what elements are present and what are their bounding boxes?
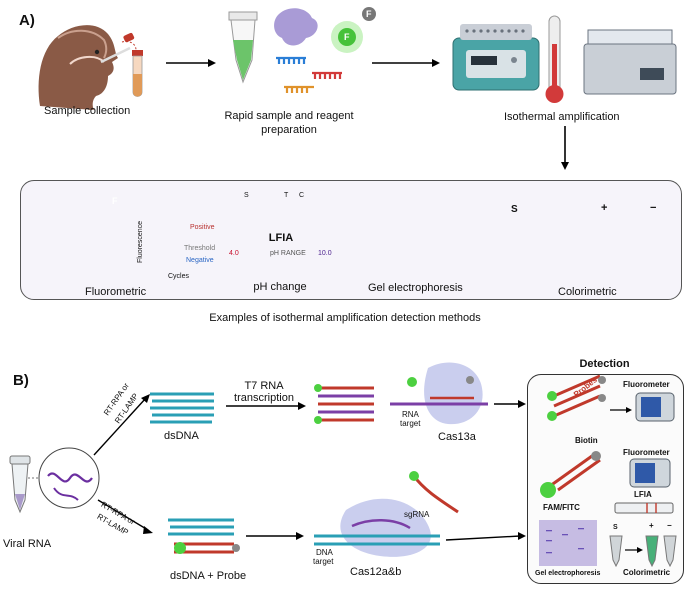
primer-strands <box>276 56 342 93</box>
cas12-complex <box>314 471 459 557</box>
branch-arrows <box>93 394 153 534</box>
chart-xlabel: Cycles <box>168 273 190 280</box>
sample-tube <box>132 50 143 97</box>
eppendorf-tube-b <box>9 455 31 514</box>
thermometer <box>545 15 564 103</box>
arrow-a2 <box>372 59 440 67</box>
dsdna-label: dsDNA <box>164 430 199 442</box>
probe-f-text: F <box>112 196 118 206</box>
chart-positive-label: Positive <box>190 224 215 231</box>
lfia-c-mark: C <box>299 192 305 199</box>
arrow-cas12-detect <box>445 532 526 541</box>
tube-plus-label-b: + <box>649 521 654 530</box>
cas12-label: Cas12a&b <box>350 566 402 578</box>
panel-a-letter: A) <box>19 12 35 29</box>
step-label-sample-collection: Sample collection <box>44 105 131 117</box>
ph-high-label: 10.0 <box>318 250 332 257</box>
viral-rna-label: Viral RNA <box>3 538 52 550</box>
gel-label-b: Gel electrophoresis <box>535 570 601 577</box>
dna-target-label-1: DNA <box>316 548 333 557</box>
lfia-label-b: LFIA <box>634 490 652 499</box>
method-ph-change: pH change <box>253 281 307 293</box>
dna-target-label-2: target <box>313 557 334 566</box>
water-bath <box>583 29 677 95</box>
dsdna-probe-label: dsDNA + Probe <box>170 570 247 582</box>
fluorometer-label-1: Fluorometer <box>623 380 670 389</box>
sgrna-label: sgRNA <box>404 510 430 519</box>
swab-dashed-arrow <box>121 41 137 51</box>
detection-title: Detection <box>579 358 630 370</box>
method-gel: Gel electrophoresis <box>368 282 463 294</box>
cas13a-complex <box>390 362 488 425</box>
ph-low-label: 4.0 <box>229 250 239 257</box>
fluorophore-f-badge-text: F <box>366 9 372 19</box>
lfia-t-mark: T <box>284 192 289 199</box>
biotin-label: Biotin <box>575 436 598 445</box>
tube-s-label-b: S <box>613 524 618 531</box>
cas13a-label: Cas13a <box>438 431 476 443</box>
arrow-a1 <box>166 59 216 67</box>
chart-ylabel: Fluorescence <box>137 220 145 264</box>
fluorophore-f-badge <box>362 7 376 21</box>
arrow-a3 <box>561 126 569 170</box>
tube-s-label: S <box>511 204 518 215</box>
fam-label: FAM/FITC <box>543 503 580 512</box>
dsdna-stack <box>150 392 214 424</box>
detection-methods-box <box>20 180 682 300</box>
panel-b-letter: B) <box>13 372 29 389</box>
rna-target-label-2: target <box>400 419 421 428</box>
arrow-cas13-detect <box>494 400 526 408</box>
tube-minus-label-b: − <box>667 521 672 530</box>
step-label-rapid-prep-line2: preparation <box>261 124 317 136</box>
conical-tube <box>228 11 258 84</box>
colorimetric-label-b: Colorimetric <box>623 568 671 577</box>
viral-rna-circle <box>28 447 100 509</box>
chart-threshold-label: Threshold <box>184 245 216 252</box>
protein-blob <box>274 8 318 46</box>
rna-probe-strands <box>314 384 374 424</box>
lfia-s-mark: S <box>244 192 249 199</box>
arrow-t7 <box>226 402 306 410</box>
method-colorimetric: Colorimetric <box>558 286 617 298</box>
method-fluorometric: Fluorometric <box>85 286 147 298</box>
t7-label-1: T7 RNA <box>244 380 284 392</box>
rna-target-label-1: RNA <box>402 410 419 419</box>
fluorophore-glow <box>331 21 363 53</box>
ph-range-label: pH RANGE <box>270 250 306 257</box>
t7-label-2: transcription <box>234 392 294 404</box>
chart-negative-label: Negative <box>186 257 214 264</box>
fluorophore-f-text: F <box>344 32 350 42</box>
lfia-label: LFIA <box>268 232 294 244</box>
detection-panel-b <box>527 374 684 584</box>
tube-plus-label: + <box>601 202 608 214</box>
tube-minus-label: − <box>650 202 657 214</box>
step-label-rapid-prep-line1: Rapid sample and reagent <box>224 110 354 122</box>
detection-caption: Examples of isothermal amplification det… <box>209 312 481 324</box>
fluorometer-label-2: Fluorometer <box>623 448 670 457</box>
head-profile-illustration <box>38 25 135 110</box>
arrow-dsdna-cas12 <box>246 532 304 540</box>
step-label-isothermal: Isothermal amplification <box>504 111 620 123</box>
heat-block-device <box>452 24 540 91</box>
dsdna-probe-stack <box>168 518 240 554</box>
